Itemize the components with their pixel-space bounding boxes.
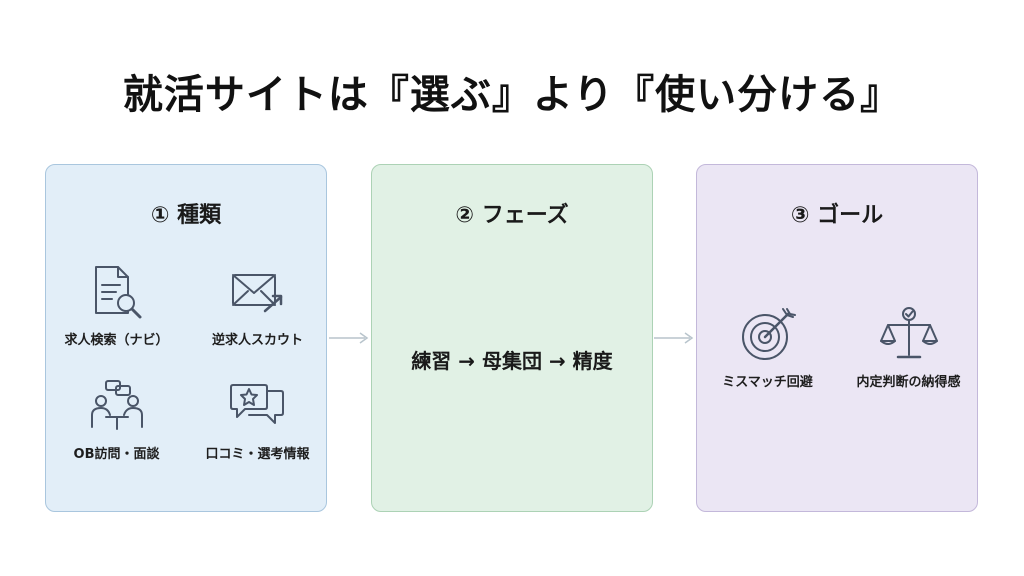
item-ob-visit: OB訪問・面談 — [46, 377, 187, 462]
item-label-reverse-scout: 逆求人スカウト — [211, 333, 303, 348]
balance-scale-icon — [879, 307, 938, 359]
item-offer-confidence: 内定判断の納得感 — [838, 305, 979, 390]
item-job-search: 求人検索（ナビ） — [46, 263, 187, 348]
panel-heading-phases: ② フェーズ — [455, 203, 569, 228]
arrow-connector-1 — [329, 332, 369, 344]
item-label-offer-confidence: 内定判断の納得感 — [856, 375, 961, 390]
item-reviews: 口コミ・選考情報 — [187, 377, 328, 462]
chat-star-icon — [229, 384, 284, 424]
panel-heading-goals: ③ ゴール — [790, 203, 884, 228]
target-arrow-icon — [741, 308, 796, 360]
item-label-reviews: 口コミ・選考情報 — [205, 447, 310, 462]
panel-phases: ② フェーズ 練習 → 母集団 → 精度 — [371, 164, 653, 512]
item-avoid-mismatch: ミスマッチ回避 — [697, 305, 838, 390]
panel-goals: ③ ゴール ミスマッチ回避 内定判断の納得感 — [696, 164, 978, 512]
panel-types: ① 種類 求人検索（ナビ） 逆求人スカウト — [45, 164, 327, 512]
item-label-ob-visit: OB訪問・面談 — [73, 447, 160, 462]
meeting-people-icon — [90, 380, 143, 430]
document-search-icon — [94, 266, 141, 319]
arrow-connector-2 — [654, 332, 694, 344]
panel-heading-types: ① 種類 — [150, 203, 222, 228]
mail-arrow-icon — [231, 274, 282, 313]
item-reverse-scout: 逆求人スカウト — [187, 263, 328, 348]
page-title: 就活サイトは『選ぶ』より『使い分ける』 — [122, 72, 902, 118]
item-label-job-search: 求人検索（ナビ） — [64, 333, 169, 348]
phase-flow-text: 練習 → 母集団 → 精度 — [411, 349, 613, 373]
item-label-avoid-mismatch: ミスマッチ回避 — [722, 375, 813, 390]
